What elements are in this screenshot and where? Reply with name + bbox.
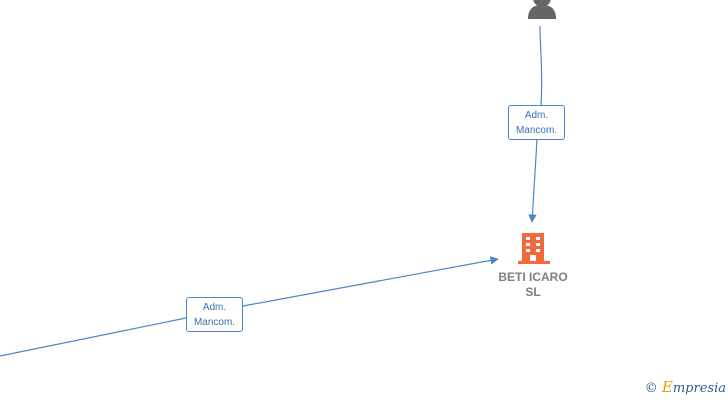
- edge-label-top-line1: Adm.: [524, 110, 549, 121]
- company-name-line2: SL: [525, 285, 541, 299]
- brand-credit: © Empresia: [645, 378, 726, 396]
- edge-label-bottom[interactable]: Adm. Mancom.: [186, 297, 243, 332]
- edge-label-bottom-line2: Mancom.: [193, 317, 236, 328]
- edge-person-to-company[interactable]: [532, 25, 543, 222]
- company-name[interactable]: BETI ICARO SL: [488, 270, 578, 300]
- edge-label-bottom-line1: Adm.: [202, 302, 227, 313]
- brand-initial: E: [661, 378, 673, 396]
- brand-name: mpresia: [672, 381, 726, 396]
- company-name-line1: BETI ICARO: [498, 270, 568, 284]
- edge-label-top-line2: Mancom.: [515, 125, 558, 136]
- edge-label-top[interactable]: Adm. Mancom.: [508, 105, 565, 140]
- building-icon[interactable]: [518, 233, 550, 264]
- copyright-symbol: ©: [644, 381, 658, 396]
- edge-left-to-company[interactable]: [0, 259, 498, 357]
- person-icon[interactable]: [528, 0, 556, 19]
